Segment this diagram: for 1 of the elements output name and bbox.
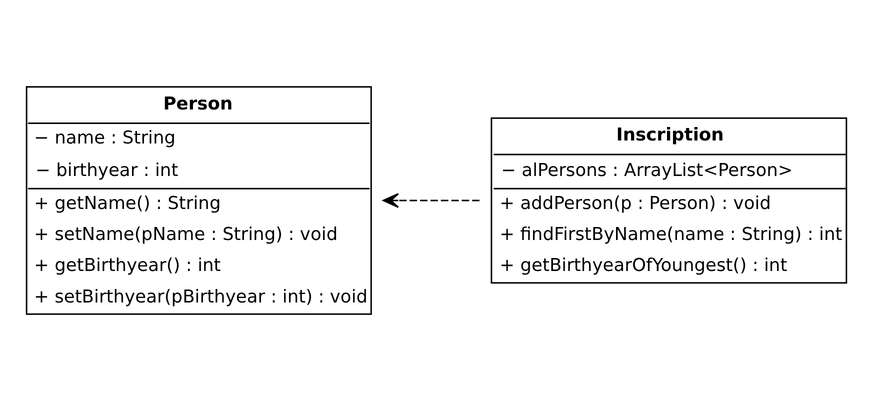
arrow	[382, 192, 480, 208]
